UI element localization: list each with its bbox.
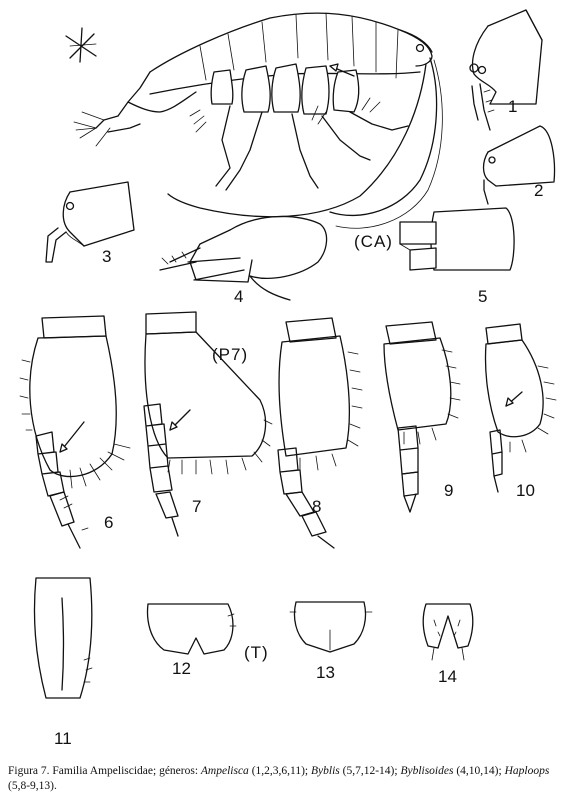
panel-number-9: 9 [444,481,453,500]
group-label-p7: (P7) [212,345,248,364]
p7-drawing-9: 9 [383,321,461,513]
group-label-t: (T) [244,643,269,662]
p7-drawing-7: (P7) 7 [143,311,273,537]
p7-drawing-10: 10 [484,323,557,500]
caption-genus-haploops: Haploops [504,765,550,777]
head-drawing-1: 1 [469,9,543,131]
group-label-ca: (CA) [354,232,393,251]
caption-genus-byblis: Byblis [311,765,340,777]
caption-numbers-haploops: (5,8-9,13). [8,780,57,792]
head-drawing-2: 2 [482,125,556,205]
panel-number-11: 11 [54,729,72,748]
head-drawing-4: 4 [159,215,328,306]
panel-number-5: 5 [478,287,487,306]
panel-number-8: 8 [312,497,321,516]
panel-number-6: 6 [104,513,113,532]
p7-drawing-8: 8 [277,317,363,549]
panel-number-3: 3 [102,247,111,266]
panel-number-4: 4 [234,287,243,306]
compass-star-icon [65,27,97,63]
telson-drawing-14: 14 [422,603,474,686]
caption-genus-byblisoides: Byblisoides [400,765,454,777]
panel-number-12: 12 [172,659,191,678]
head-drawing-3: 3 [45,181,135,266]
caption-numbers-ampelisca: (1,2,3,6,11); [248,765,311,777]
p7-drawing-6: 6 [19,315,131,549]
caption-genus-ampelisca: Ampelisca [200,765,249,777]
caption-numbers-byblis: (5,7,12-14); [339,765,401,777]
telson-drawing-13: 13 [289,601,373,682]
telson-drawing-11: 11 [33,577,93,748]
panel-number-14: 14 [438,667,457,686]
panel-number-13: 13 [316,663,335,682]
panel-number-7: 7 [192,497,201,516]
telson-drawing-12: 12 [146,603,237,678]
panel-number-10: 10 [516,481,535,500]
caption-prefix: Figura 7. Familia Ampeliscidae; géneros: [8,765,201,777]
figure-caption: Figura 7. Familia Ampeliscidae; géneros:… [8,764,564,794]
head-drawing-5: 5 [399,207,515,306]
panel-number-1: 1 [508,97,517,116]
caption-numbers-byblisoides: (4,10,14); [453,765,505,777]
habitus-drawing [65,12,443,229]
panel-number-2: 2 [534,181,543,200]
